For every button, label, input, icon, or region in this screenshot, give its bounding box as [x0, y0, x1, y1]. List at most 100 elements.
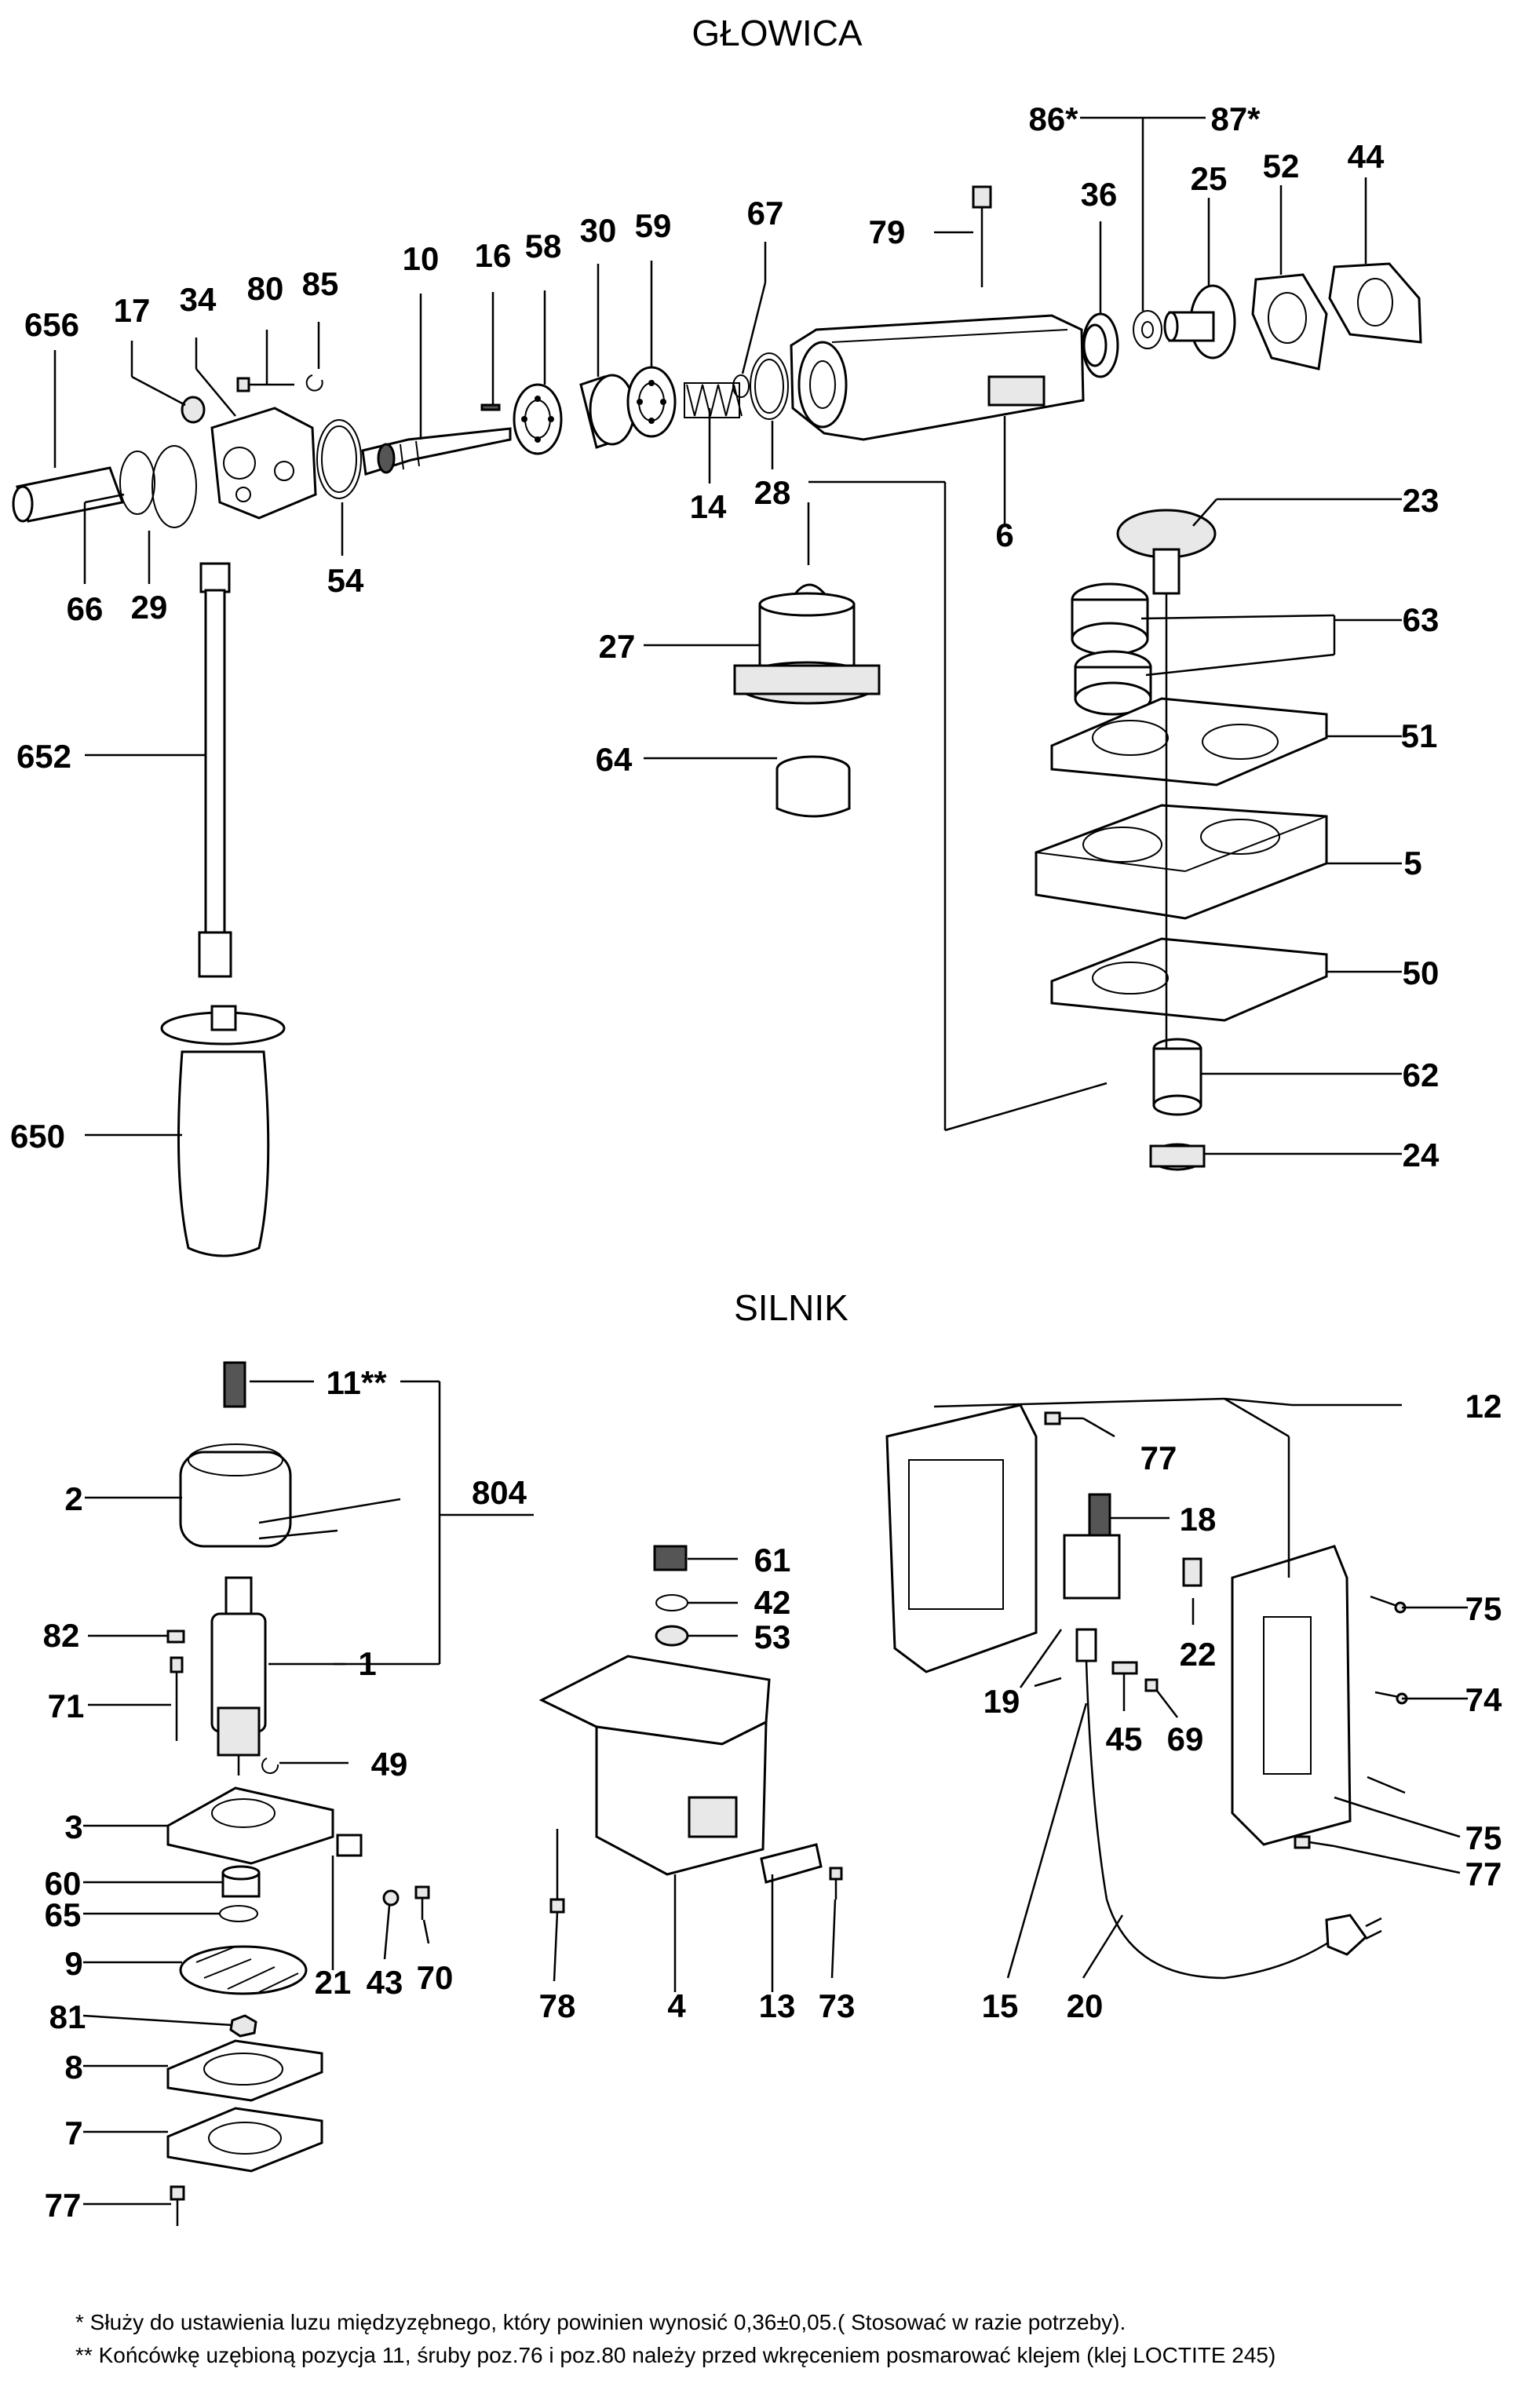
label-73: 73 — [819, 1987, 856, 2024]
label-82: 82 — [43, 1617, 80, 1654]
part-86-87-washer — [1133, 310, 1162, 349]
part-25-bushing — [1163, 284, 1236, 359]
label-59: 59 — [635, 207, 672, 244]
footnotes: * Służy do ustawienia luzu międzyzębnego… — [75, 2310, 1275, 2367]
part-42-washer — [655, 1594, 688, 1611]
label-86: 86* — [1028, 100, 1078, 137]
part-18-switch — [1063, 1493, 1121, 1600]
label-20: 20 — [1067, 1987, 1104, 2024]
part-77-screw-handle-bottom — [1294, 1835, 1335, 1849]
label-17: 17 — [114, 292, 151, 329]
label-36: 36 — [1081, 176, 1118, 213]
part-7-cover — [166, 2107, 323, 2173]
label-9: 9 — [64, 1945, 82, 1982]
part-45-clamp — [1111, 1661, 1138, 1675]
label-11: 11** — [326, 1364, 387, 1401]
part-85-clip — [305, 374, 323, 392]
label-64: 64 — [596, 741, 633, 778]
label-30: 30 — [580, 212, 617, 249]
part-22-component — [1182, 1557, 1202, 1587]
label-1: 1 — [358, 1645, 376, 1682]
label-63: 63 — [1403, 601, 1440, 638]
part-65-ring — [219, 1905, 258, 1922]
part-61-bushing — [653, 1545, 688, 1571]
part-69-screw — [1144, 1678, 1159, 1692]
label-62: 62 — [1403, 1056, 1440, 1093]
leader-lines-head — [53, 116, 1402, 1155]
part-64-bushing — [775, 755, 851, 818]
label-75-upper: 75 — [1465, 1590, 1502, 1627]
leader-lines-motor — [82, 1380, 1468, 2206]
part-81-nut — [229, 2014, 257, 2038]
part-59-bearing — [626, 366, 677, 438]
label-15: 15 — [982, 1987, 1019, 2024]
label-21: 21 — [315, 1964, 352, 2001]
part-75-screw-upper — [1370, 1595, 1407, 1614]
part-8-gasket — [166, 2039, 323, 2102]
label-19: 19 — [983, 1683, 1020, 1720]
part-36-bushing — [1082, 312, 1119, 378]
label-24: 24 — [1403, 1137, 1440, 1173]
label-25: 25 — [1191, 160, 1228, 197]
part-20-power-cord — [1105, 1899, 1382, 1980]
part-80-screw — [236, 377, 294, 392]
part-11-toothed-tip — [223, 1361, 246, 1408]
part-54-oring — [316, 419, 362, 499]
part-63-bearing-upper — [1071, 582, 1149, 656]
label-650: 650 — [10, 1118, 65, 1155]
part-650-handle — [160, 1005, 286, 1257]
label-8: 8 — [64, 2049, 82, 2086]
label-77-handle-top: 77 — [1140, 1440, 1177, 1476]
part-14-spring — [684, 382, 743, 418]
label-51: 51 — [1401, 717, 1438, 754]
part-58-bearing — [513, 383, 563, 455]
label-58: 58 — [525, 228, 562, 265]
section-title-motor: SILNIK — [734, 1287, 848, 1328]
label-60: 60 — [45, 1865, 82, 1902]
part-28-ring — [750, 352, 789, 420]
part-6-gear-housing — [790, 314, 1085, 441]
part-66-ring — [119, 451, 155, 515]
label-45: 45 — [1106, 1721, 1143, 1757]
part-78-screw — [549, 1829, 565, 1914]
part-70-screw — [414, 1885, 430, 1920]
part-656-sleeve — [12, 466, 125, 523]
label-6: 6 — [995, 516, 1013, 553]
label-52: 52 — [1263, 148, 1300, 184]
label-5: 5 — [1403, 845, 1421, 881]
part-labels-head: 656 17 34 80 85 10 16 58 30 59 67 79 86*… — [10, 100, 1440, 1173]
part-27-gear — [733, 583, 881, 705]
part-79-screw — [972, 185, 992, 287]
label-71: 71 — [48, 1688, 85, 1724]
part-13-cover — [760, 1843, 823, 1884]
label-22: 22 — [1180, 1636, 1217, 1673]
label-2: 2 — [64, 1480, 82, 1517]
label-29: 29 — [131, 589, 168, 626]
label-14: 14 — [690, 488, 727, 525]
label-804: 804 — [472, 1474, 527, 1511]
label-79: 79 — [869, 213, 906, 250]
label-27: 27 — [599, 628, 636, 665]
part-77-screw-motor — [170, 2185, 185, 2226]
part-63-bearing-lower — [1074, 650, 1152, 716]
label-16: 16 — [475, 237, 512, 274]
part-652-rod — [198, 562, 232, 978]
part-15-cable-sleeve — [1075, 1628, 1108, 1900]
part-9-fan — [179, 1945, 308, 1995]
part-44-plate — [1328, 262, 1422, 344]
part-30-sleeve — [579, 374, 636, 449]
label-34: 34 — [180, 281, 217, 318]
label-12: 12 — [1465, 1388, 1502, 1425]
part-labels-motor: 11** 804 2 61 42 53 82 1 71 49 3 60 65 9… — [43, 1364, 1502, 2224]
label-7: 7 — [64, 2115, 82, 2151]
label-87: 87* — [1210, 100, 1261, 137]
footnote-1: * Służy do ustawienia luzu międzyzębnego… — [75, 2310, 1126, 2334]
label-13: 13 — [759, 1987, 796, 2024]
part-16-key — [480, 403, 501, 411]
label-23: 23 — [1403, 482, 1440, 519]
label-70: 70 — [417, 1959, 454, 1996]
part-24-pinion — [1149, 1143, 1206, 1171]
label-77-handle-bottom: 77 — [1465, 1856, 1502, 1892]
part-10-shaft — [361, 427, 512, 476]
part-1-rotor — [210, 1576, 267, 1775]
